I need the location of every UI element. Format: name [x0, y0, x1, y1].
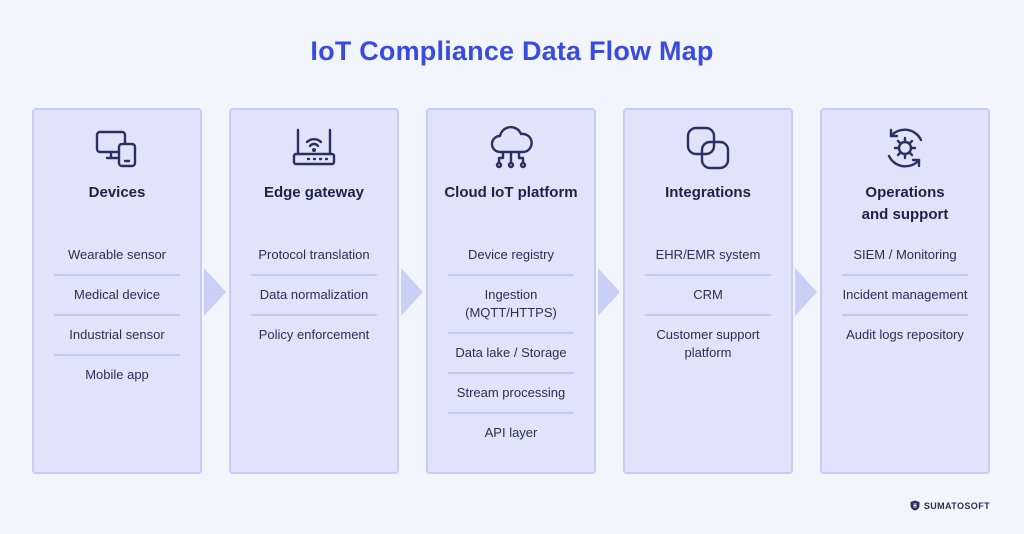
column-heading: Operations and support	[861, 184, 949, 223]
list-item: Data lake / Storage	[448, 344, 574, 374]
list-item: SIEM / Monitoring	[842, 246, 968, 276]
list-item: Wearable sensor	[54, 246, 180, 276]
column-heading: Cloud IoT platform	[444, 184, 578, 201]
list-item: Industrial sensor	[54, 326, 180, 356]
flow-arrow	[795, 268, 817, 316]
cloud-network-icon	[428, 124, 594, 172]
column-operations-support: Operations and support SIEM / Monitoring…	[820, 108, 990, 474]
list-item: Device registry	[448, 246, 574, 276]
list-item: Stream processing	[448, 384, 574, 414]
list-item: Policy enforcement	[258, 327, 370, 342]
list-item: Customer support platform	[656, 327, 760, 360]
column-heading: Devices	[88, 184, 146, 201]
column-heading: Edge gateway	[263, 184, 365, 201]
flow-arrow	[598, 268, 620, 316]
gear-cycle-icon	[822, 124, 988, 172]
brand-name: SUMATOSOFT	[923, 500, 990, 511]
flow-arrow	[401, 268, 423, 316]
flow-arrow	[204, 268, 226, 316]
list-item: Incident management	[842, 286, 968, 316]
list-item: Protocol translation	[251, 246, 377, 276]
shield-icon	[910, 500, 920, 511]
column-edge-gateway: Edge gateway Protocol translation Data n…	[229, 108, 399, 474]
list-item: Medical device	[54, 286, 180, 316]
list-item: Mobile app	[85, 367, 149, 382]
list-item: CRM	[645, 286, 771, 316]
column-cloud-iot-platform: Cloud IoT platform Device registry Inges…	[426, 108, 596, 474]
page-title: IoT Compliance Data Flow Map	[310, 36, 714, 66]
column-devices: Devices Wearable sensor Medical device I…	[32, 108, 202, 474]
integrations-icon	[625, 124, 791, 172]
devices-icon	[34, 124, 200, 172]
list-item: Audit logs repository	[846, 327, 964, 342]
column-integrations: Integrations EHR/EMR system CRM Customer…	[623, 108, 793, 474]
list-item: Data normalization	[251, 286, 377, 316]
list-item: EHR/EMR system	[645, 246, 771, 276]
router-icon	[231, 124, 397, 172]
list-item: Ingestion (MQTT/HTTPS)	[448, 286, 574, 334]
brand-logo: SUMATOSOFT	[910, 500, 990, 511]
list-item: API layer	[484, 425, 538, 440]
column-heading: Integrations	[665, 184, 751, 201]
